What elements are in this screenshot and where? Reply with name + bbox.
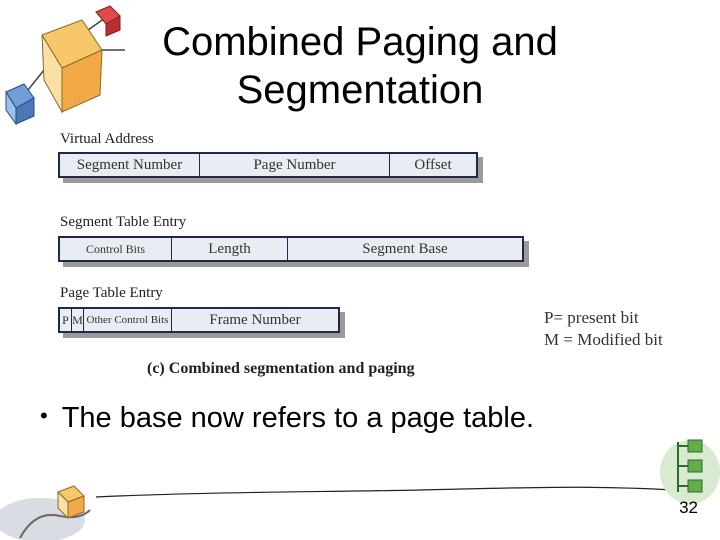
bullet-dot: • [40, 403, 48, 428]
page-number-field: Page Number [200, 154, 390, 176]
segment-table-entry-register: Control Bits Length Segment Base [58, 236, 524, 262]
network-blocks-icon [660, 439, 720, 504]
title-line-1: Combined Paging and [162, 20, 558, 64]
page-number: 32 [679, 498, 698, 517]
bullet-item: • The base now refers to a page table. [40, 402, 534, 435]
legend-modified-bit: M = Modified bit [544, 330, 663, 349]
bullet-text: The base now refers to a page table. [61, 402, 535, 434]
hand-cube-icon [0, 485, 91, 540]
virtual-address-register: Segment Number Page Number Offset [58, 152, 478, 178]
control-bits-field: Control Bits [60, 238, 172, 260]
frame-number-field: Frame Number [209, 311, 301, 328]
modified-bit-field: M [72, 309, 84, 331]
figure-caption: (c) Combined segmentation and paging [147, 360, 415, 377]
present-bit-field: P [60, 309, 72, 331]
puzzle-cubes-icon [5, 5, 125, 126]
segment-base-field: Segment Base [362, 240, 448, 257]
offset-field: Offset [414, 156, 452, 173]
segment-number-field: Segment Number [60, 154, 200, 176]
slide-title: Combined Paging and Segmentation [130, 18, 590, 114]
page-table-entry-register: P M Other Control Bits Frame Number [58, 307, 340, 333]
legend-present-bit: P= present bit [544, 308, 639, 327]
other-control-bits-field: Other Control Bits [84, 309, 172, 331]
title-line-2: Segmentation [236, 68, 484, 112]
page-table-entry-label: Page Table Entry [60, 285, 163, 301]
virtual-address-label: Virtual Address [60, 131, 154, 147]
segment-table-entry-label: Segment Table Entry [60, 214, 187, 230]
length-field: Length [172, 238, 288, 260]
